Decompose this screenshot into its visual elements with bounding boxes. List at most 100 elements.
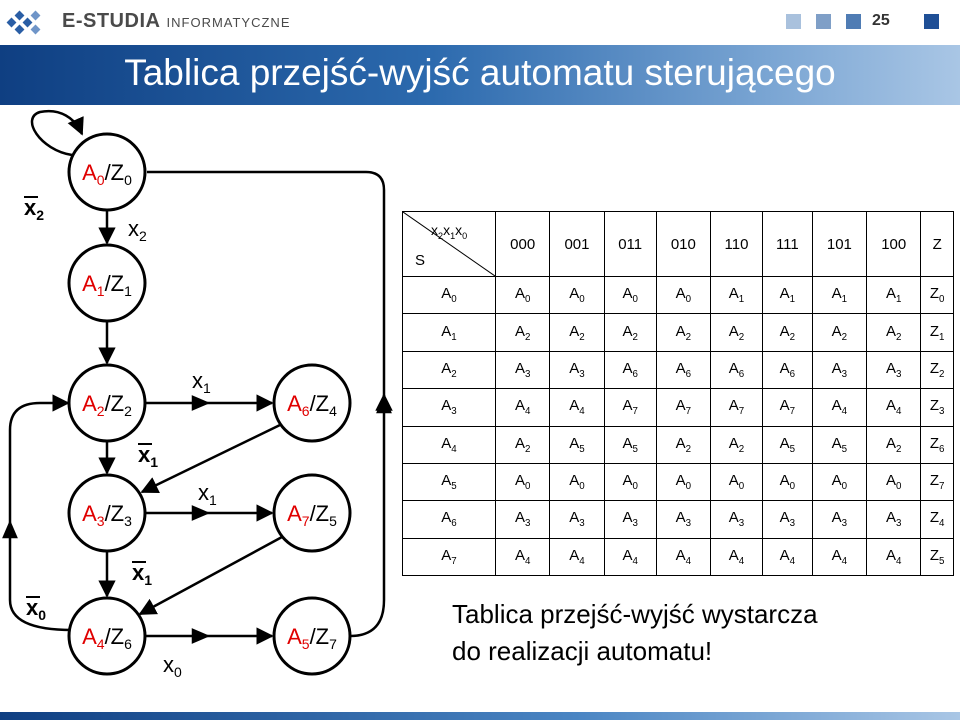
state-cell: A6 — [402, 500, 496, 539]
svg-text:x1: x1 — [198, 480, 217, 508]
condition-label: x1 — [192, 368, 211, 396]
next-state-cell: A1 — [709, 275, 764, 315]
next-state-cell: A4 — [494, 537, 551, 577]
next-state-cell: A3 — [494, 350, 551, 390]
next-state-cell: A5 — [762, 425, 813, 464]
state-cell: A0 — [402, 275, 496, 315]
arrowhead-4 — [2, 519, 18, 539]
next-state-cell: A6 — [709, 350, 764, 390]
brand-name: E-STUDIA INFORMATYCZNE — [62, 10, 291, 33]
state-node: A1/Z1 — [67, 243, 147, 323]
next-state-cell: A4 — [603, 537, 657, 577]
arrowhead-1 — [191, 505, 211, 521]
next-state-cell: A4 — [549, 388, 605, 427]
next-state-cell: A2 — [811, 313, 868, 352]
note-line-1: Tablica przejść-wyjść wystarcza — [452, 599, 818, 629]
next-state-cell: A0 — [603, 462, 657, 502]
edge-a4-a2 — [8, 394, 73, 632]
next-state-cell: A7 — [709, 388, 764, 427]
brand-main: E-STUDIA — [62, 10, 161, 32]
next-state-cell: A7 — [762, 388, 813, 427]
next-state-cell: A0 — [549, 462, 605, 502]
next-state-cell: A2 — [549, 313, 605, 352]
condition-label: x2 — [128, 216, 147, 244]
state-cell: A3 — [402, 388, 496, 427]
next-state-cell: A4 — [866, 388, 922, 427]
svg-text:x2: x2 — [128, 216, 147, 244]
deco-square-1 — [786, 14, 801, 29]
state-label: A1/Z1 — [82, 271, 132, 299]
next-state-cell: A1 — [811, 275, 868, 315]
next-state-cell: A5 — [811, 425, 868, 464]
state-diagram: A0/Z0A1/Z1A2/Z2A3/Z3A4/Z6A6/Z4A7/Z5A5/Z7… — [2, 109, 393, 680]
next-state-cell: A3 — [549, 350, 605, 390]
next-state-cell: A4 — [709, 537, 764, 577]
next-state-cell: A2 — [866, 425, 922, 464]
next-state-cell: A0 — [709, 462, 764, 502]
next-state-cell: A3 — [655, 500, 712, 539]
column-header-111: 111 — [762, 211, 813, 277]
next-state-cell: A7 — [603, 388, 657, 427]
next-state-cell: A3 — [549, 500, 605, 539]
condition-label: x0 — [26, 595, 46, 623]
next-state-cell: A7 — [655, 388, 712, 427]
next-state-cell: A2 — [494, 425, 551, 464]
state-label: A2/Z2 — [82, 391, 132, 419]
next-state-cell: A0 — [603, 275, 657, 315]
state-label: A3/Z3 — [82, 501, 132, 529]
title-bar — [0, 45, 960, 105]
next-state-cell: A3 — [709, 500, 764, 539]
state-cell: A2 — [402, 350, 496, 390]
page-number: 25 — [872, 12, 890, 29]
arrowhead-2 — [191, 628, 211, 644]
next-state-cell: A0 — [549, 275, 605, 315]
next-state-cell: A1 — [866, 275, 922, 315]
column-header-Z: Z — [920, 211, 954, 277]
column-header-110: 110 — [709, 211, 764, 277]
column-header-010: 010 — [655, 211, 712, 277]
deco-square-2 — [816, 14, 831, 29]
header-bar: E-STUDIA INFORMATYCZNE 25 — [0, 0, 960, 44]
next-state-cell: A2 — [655, 313, 712, 352]
next-state-cell: A2 — [494, 313, 551, 352]
output-cell: Z2 — [920, 350, 954, 390]
slide-title: Tablica przejść-wyjść automatu sterujące… — [124, 52, 836, 93]
output-cell: Z4 — [920, 500, 954, 539]
state-node: A4/Z6 — [67, 596, 147, 676]
edge-a0-self — [30, 109, 84, 157]
next-state-cell: A3 — [811, 350, 868, 390]
next-state-cell: A1 — [762, 275, 813, 315]
state-circle — [272, 363, 352, 443]
next-state-cell: A3 — [866, 350, 922, 390]
next-state-cell: A4 — [655, 537, 712, 577]
next-state-cell: A0 — [866, 462, 922, 502]
state-cell: A4 — [402, 425, 496, 464]
next-state-cell: A6 — [762, 350, 813, 390]
next-state-cell: A5 — [603, 425, 657, 464]
next-state-cell: A3 — [762, 500, 813, 539]
next-state-cell: A6 — [655, 350, 712, 390]
output-cell: Z3 — [920, 388, 954, 427]
condition-label: x1 — [138, 442, 158, 470]
next-state-cell: A2 — [603, 313, 657, 352]
output-cell: Z7 — [920, 462, 954, 502]
condition-label: x1 — [132, 560, 152, 588]
corner-left-label: S — [415, 252, 426, 269]
state-cell: A5 — [402, 462, 496, 502]
next-state-cell: A0 — [494, 275, 551, 315]
output-cell: Z6 — [920, 425, 954, 464]
state-cell: A1 — [402, 313, 496, 352]
next-state-cell: A0 — [762, 462, 813, 502]
next-state-cell: A4 — [811, 537, 868, 577]
condition-label: x2 — [24, 195, 44, 223]
state-circle — [67, 132, 147, 212]
condition-label: x1 — [198, 480, 217, 508]
next-state-cell: A3 — [811, 500, 868, 539]
state-circle — [67, 363, 147, 443]
